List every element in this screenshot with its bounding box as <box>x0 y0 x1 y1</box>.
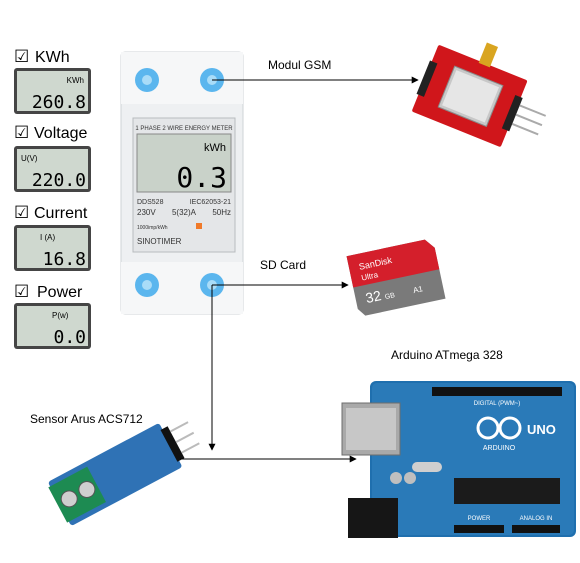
sensor-label: Sensor Arus ACS712 <box>30 412 143 426</box>
reading-label: KWh <box>35 49 70 66</box>
reading-current: ☑ Current I (A) 16.8 <box>14 203 91 271</box>
reading-unit: P(w) <box>52 311 69 320</box>
reading-kwh: ☑ KWh KWh 260.8 <box>14 47 91 114</box>
arduino-label: Arduino ATmega 328 <box>391 348 503 362</box>
reading-unit: I (A) <box>40 233 55 242</box>
energy-meter: 1 PHASE 2 WIRE ENERGY METER kWh 0.3 DDS5… <box>121 52 243 314</box>
reading-unit: U(V) <box>21 154 38 163</box>
meter-imp: 1000imp/kWh <box>137 225 168 231</box>
meter-freq: 50Hz <box>212 208 231 217</box>
arduino-brand: ARDUINO <box>483 445 516 452</box>
meter-model: DDS528 <box>137 199 164 206</box>
reading-label: Current <box>34 205 88 222</box>
reading-unit: KWh <box>67 76 84 85</box>
reading-value: 16.8 <box>43 249 86 270</box>
reading-value: 0.0 <box>53 327 86 348</box>
check-icon: ☑ <box>14 282 29 301</box>
atmega-chip <box>454 478 560 504</box>
check-icon: ☑ <box>14 47 29 66</box>
digital-label: DIGITAL (PWM~) <box>474 401 521 407</box>
analog-label: ANALOG IN <box>520 516 553 522</box>
meter-standard: IEC62053-21 <box>190 199 231 206</box>
meter-header: 1 PHASE 2 WIRE ENERGY METER <box>135 126 233 132</box>
gsm-module: Modul GSM <box>268 25 563 158</box>
meter-voltage: 230V <box>137 208 156 217</box>
reading-label: Power <box>37 284 83 301</box>
reading-label: Voltage <box>34 125 87 142</box>
arduino-model: UNO <box>527 422 556 437</box>
meter-current: 5(32)A <box>172 208 197 217</box>
power-label: POWER <box>468 516 491 522</box>
reading-value: 260.8 <box>32 92 86 113</box>
check-icon: ☑ <box>14 123 29 142</box>
power-jack <box>348 498 398 538</box>
reading-voltage: ☑ Voltage U(V) 220.0 <box>14 123 91 192</box>
reading-power: ☑ Power P(w) 0.0 <box>14 282 91 349</box>
sd-card: SanDisk Ultra 32 GB A1 SD Card <box>260 238 446 317</box>
antenna-icon <box>479 43 498 68</box>
gsm-label: Modul GSM <box>268 58 331 72</box>
current-sensor: Sensor Arus ACS712 <box>30 411 205 527</box>
power-header <box>454 525 504 533</box>
digital-header <box>432 387 562 396</box>
arduino-board: DIGITAL (PWM~) POWER ANALOG IN ARDUINO U… <box>342 348 576 538</box>
meter-brand: SINOTIMER <box>137 237 182 246</box>
reading-value: 220.0 <box>32 170 86 191</box>
meter-unit: kWh <box>204 142 226 154</box>
analog-header <box>512 525 560 533</box>
sd-label: SD Card <box>260 258 306 272</box>
check-icon: ☑ <box>14 203 29 222</box>
meter-value: 0.3 <box>176 161 227 194</box>
